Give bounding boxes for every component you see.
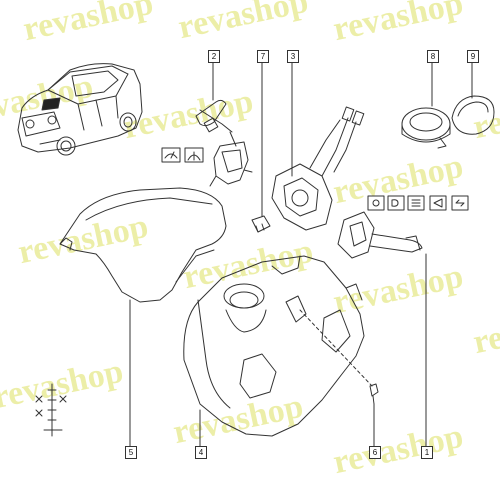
horn-icon bbox=[429, 195, 447, 211]
callout-1: 1 bbox=[421, 446, 433, 459]
small-module bbox=[251, 215, 271, 233]
wiper-stalk bbox=[195, 99, 253, 187]
light-stalk bbox=[337, 211, 423, 259]
callout-4: 4 bbox=[195, 446, 207, 459]
parking-light-icon bbox=[367, 195, 385, 211]
axis-legend-icon bbox=[35, 383, 67, 437]
high-beam-icon bbox=[407, 195, 425, 211]
rear-wiper-icon bbox=[184, 147, 204, 163]
callout-7: 7 bbox=[257, 50, 269, 63]
switch-module bbox=[271, 106, 365, 231]
clock-spring bbox=[401, 107, 451, 149]
screw bbox=[369, 383, 379, 405]
leader-line bbox=[299, 309, 373, 387]
cap bbox=[451, 95, 495, 135]
low-beam-icon bbox=[387, 195, 405, 211]
lower-shroud bbox=[183, 255, 365, 437]
callout-9: 9 bbox=[467, 50, 479, 63]
callout-3: 3 bbox=[287, 50, 299, 63]
wiper-icon bbox=[161, 147, 181, 163]
callout-8: 8 bbox=[427, 50, 439, 63]
direction-arrows-icon bbox=[451, 195, 469, 211]
callout-2: 2 bbox=[208, 50, 220, 63]
upper-shroud bbox=[59, 187, 227, 303]
car-thumbnail-icon bbox=[17, 63, 143, 156]
callout-6: 6 bbox=[369, 446, 381, 459]
callout-5: 5 bbox=[125, 446, 137, 459]
